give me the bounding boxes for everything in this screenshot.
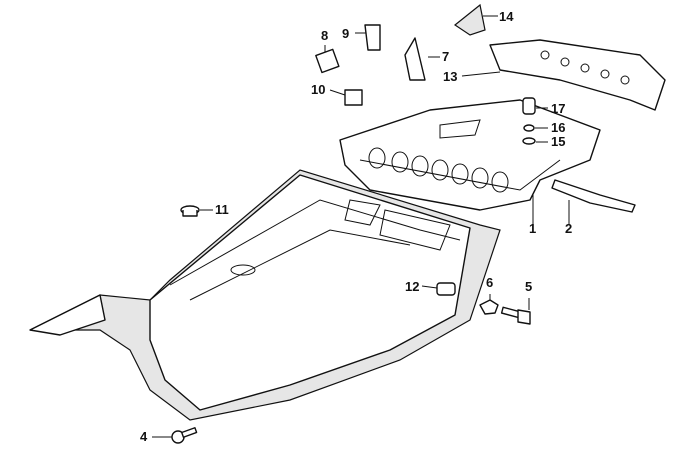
- callout-16: 16: [551, 120, 566, 135]
- fastener-12: [436, 282, 456, 296]
- tunnel-panel: [29, 169, 501, 421]
- callout-6: 6: [486, 275, 494, 290]
- callout-15: 15: [551, 134, 566, 149]
- callout-9: 9: [342, 26, 350, 41]
- callout-1: 1: [529, 221, 537, 236]
- callout-17: 17: [551, 101, 566, 116]
- callout-14: 14: [499, 9, 514, 24]
- clip-10: [344, 89, 363, 106]
- fastener-stack: [522, 97, 536, 145]
- nut-6: [479, 299, 499, 315]
- leader-lines: [152, 15, 570, 438]
- callout-4: 4: [140, 429, 148, 444]
- bolt-4: [171, 427, 198, 444]
- upper-shield: [489, 39, 666, 111]
- clip-9: [364, 24, 381, 51]
- callout-11: 11: [215, 202, 229, 217]
- grille-panel: [339, 99, 601, 211]
- pin-8: [315, 48, 340, 74]
- bolt-5: [500, 306, 531, 325]
- callout-10: 10: [311, 82, 326, 97]
- callout-13: 13: [443, 69, 458, 84]
- callout-7: 7: [442, 49, 450, 64]
- callout-5: 5: [525, 279, 533, 294]
- strip-part: [551, 179, 636, 213]
- callout-2: 2: [565, 221, 573, 236]
- grommet-11: [180, 205, 200, 217]
- callout-8: 8: [321, 28, 329, 43]
- bracket-7: [404, 37, 426, 81]
- callout-12: 12: [405, 279, 420, 294]
- bracket-14: [453, 3, 486, 36]
